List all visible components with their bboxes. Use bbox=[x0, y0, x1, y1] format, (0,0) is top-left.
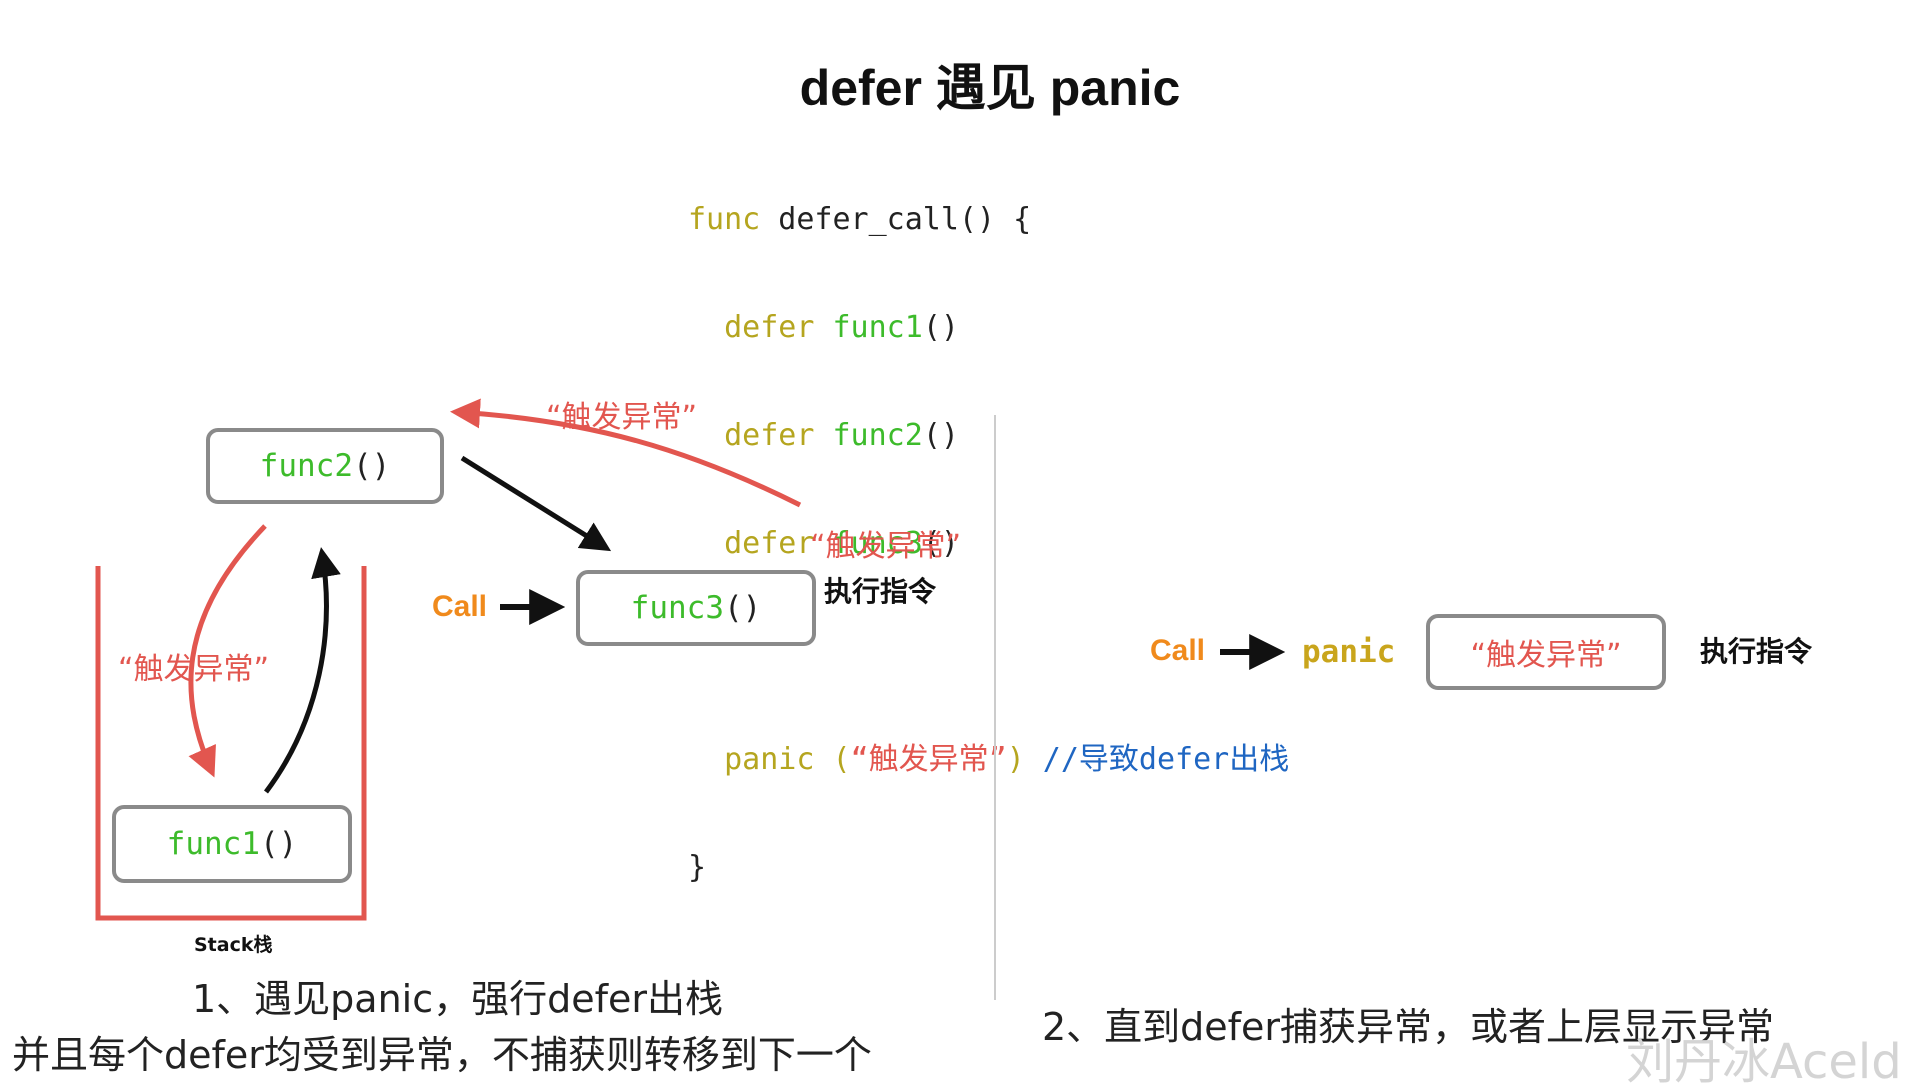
black-arrow-func2-to-func3 bbox=[460, 455, 612, 552]
red-arrow-to-func2 bbox=[450, 398, 802, 508]
func1-parens: () bbox=[260, 826, 298, 862]
page-title: defer 遇见 panic bbox=[799, 60, 1181, 116]
caption-right: 2、直到defer捕获异常，或者上层显示异常 bbox=[1042, 1005, 1775, 1049]
code-line-panic: panic (“触发异常”) //导致defer出栈 bbox=[688, 742, 1289, 778]
call-parens: () bbox=[922, 418, 959, 453]
call-func3: func3 bbox=[832, 526, 923, 561]
panic-close-paren: ) bbox=[1006, 742, 1025, 777]
code-line-func: func defer_call() { bbox=[688, 202, 1289, 238]
call-func1: func1 bbox=[832, 310, 923, 345]
keyword-defer: defer bbox=[724, 526, 815, 561]
closing-brace: } bbox=[688, 850, 707, 885]
func2-parens: () bbox=[353, 448, 391, 484]
keyword-func: func bbox=[688, 202, 761, 237]
trigger-label-left: “触发异常” bbox=[118, 652, 270, 687]
call-parens: () bbox=[922, 526, 959, 561]
panic-label: panic bbox=[1302, 634, 1396, 670]
black-arrow-func1-to-func2 bbox=[263, 547, 341, 794]
func3-name: func3 bbox=[630, 590, 724, 626]
func3-box: func3() bbox=[576, 570, 816, 646]
stack-container bbox=[95, 566, 367, 921]
func2-name: func2 bbox=[259, 448, 353, 484]
call-func2: func2 bbox=[832, 418, 923, 453]
code-comment: //导致defer出栈 bbox=[1024, 742, 1290, 777]
trigger-label-right: “触发异常” bbox=[810, 529, 962, 564]
func1-name: func1 bbox=[166, 826, 260, 862]
code-line-defer-3: defer func3() bbox=[688, 526, 1289, 562]
keyword-defer: defer bbox=[724, 310, 815, 345]
panic-box: “触发异常” bbox=[1426, 614, 1666, 690]
func-signature: defer_call() { bbox=[760, 202, 1032, 237]
panic-box-text: “触发异常” bbox=[1470, 638, 1622, 673]
caption-left-line1: 1、遇见panic，强行defer出栈 bbox=[192, 977, 723, 1021]
call-label-left: Call bbox=[432, 590, 488, 623]
func1-box: func1() bbox=[112, 805, 352, 883]
code-block: func defer_call() { defer func1() defer … bbox=[688, 130, 1289, 922]
keyword-panic: panic bbox=[724, 742, 815, 777]
panic-argument: “触发异常” bbox=[850, 742, 1007, 777]
code-line-defer-2: defer func2() bbox=[688, 418, 1289, 454]
red-arrow-to-func1 bbox=[188, 524, 267, 778]
exec-label-left: 执行指令 bbox=[824, 575, 937, 608]
trigger-label-top: “触发异常” bbox=[546, 400, 698, 435]
call-parens: () bbox=[922, 310, 959, 345]
code-line-defer-1: defer func1() bbox=[688, 310, 1289, 346]
func3-parens: () bbox=[724, 590, 762, 626]
func2-box: func2() bbox=[206, 428, 444, 504]
panic-open-paren: ( bbox=[814, 742, 851, 777]
call-label-right: Call bbox=[1150, 634, 1206, 667]
keyword-defer: defer bbox=[724, 418, 815, 453]
exec-label-right: 执行指令 bbox=[1700, 635, 1813, 668]
caption-left-line2: 并且每个defer均受到异常，不捕获则转移到下一个 bbox=[12, 1033, 872, 1077]
code-line-close: } bbox=[688, 850, 1289, 886]
watermark: 刘丹冰Aceld bbox=[1626, 1034, 1902, 1090]
stack-label: Stack栈 bbox=[194, 934, 273, 956]
